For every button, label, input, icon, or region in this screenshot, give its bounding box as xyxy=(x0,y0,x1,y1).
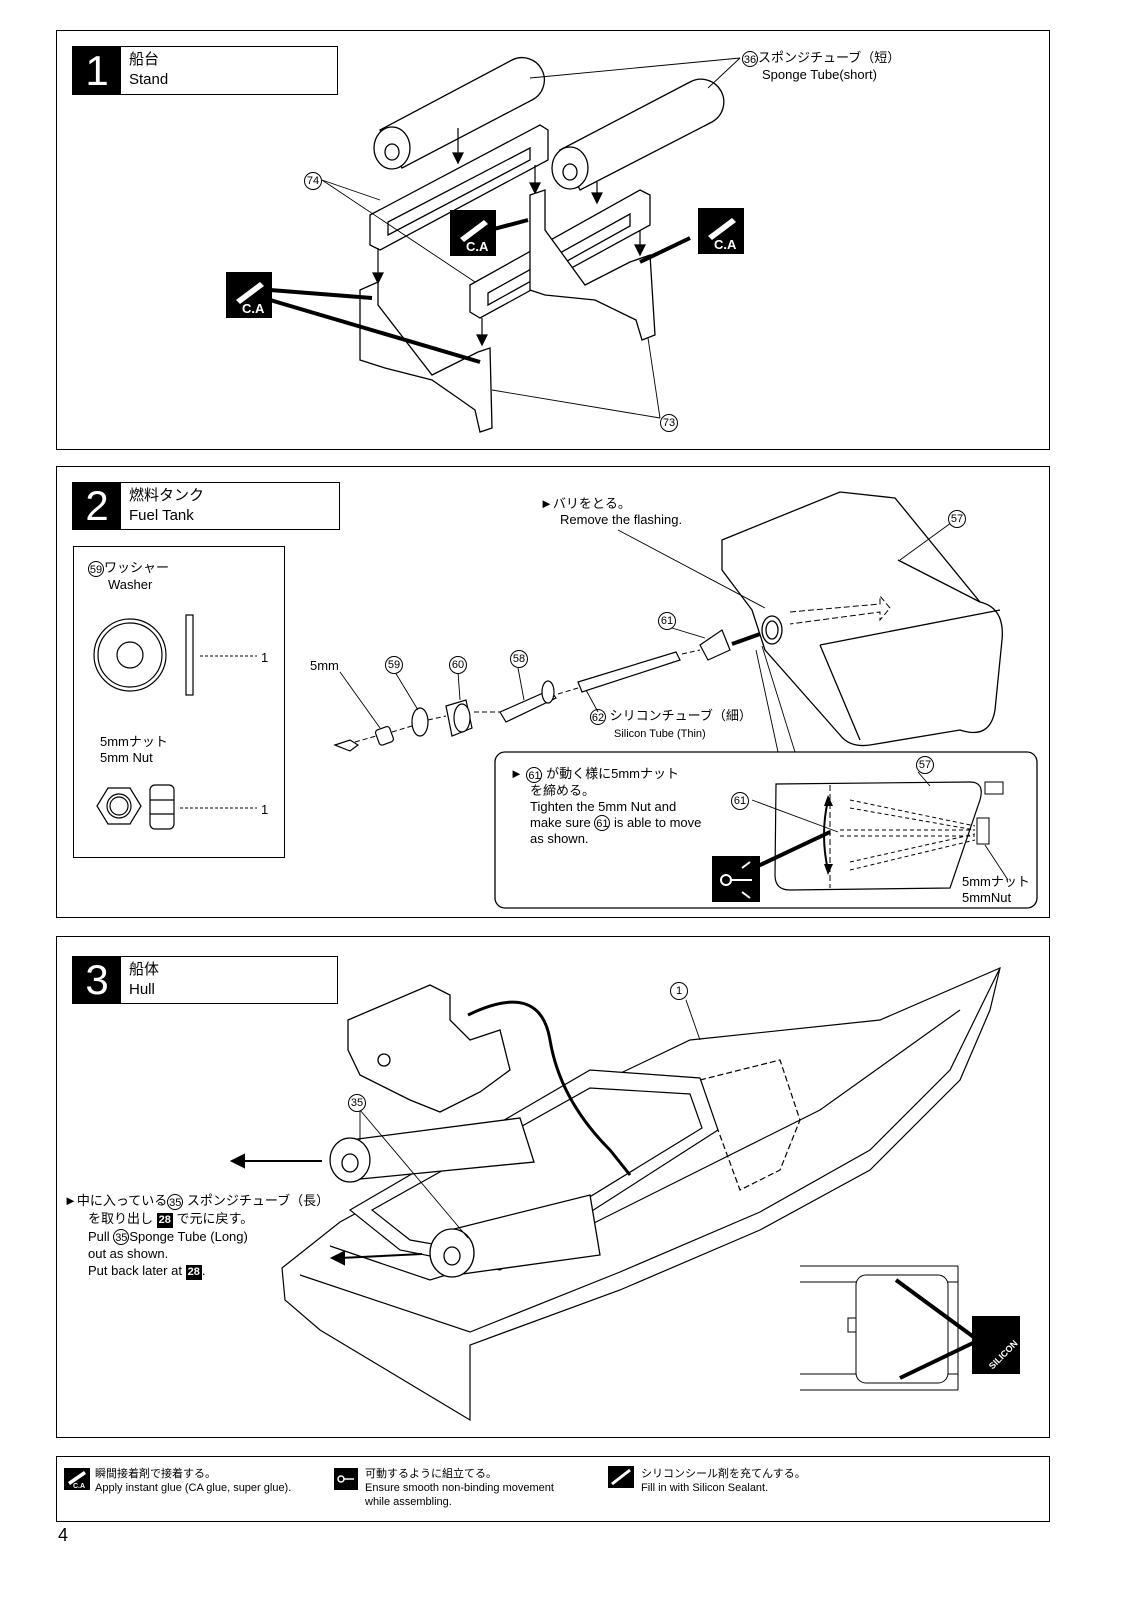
size-5mm: 5mm xyxy=(310,658,339,673)
flash-label: ►バリをとる。 Remove the flashing. xyxy=(540,496,683,527)
p60-callout: 60 xyxy=(449,656,467,674)
step1-title-en: Stand xyxy=(129,71,169,88)
p58-callout: 58 xyxy=(510,650,528,668)
inset-p61-callout: 61 xyxy=(731,792,749,810)
page-number: 4 xyxy=(58,1525,69,1545)
step1-number: 1 xyxy=(73,47,121,94)
parts-box xyxy=(73,546,285,858)
silicon-tube-label: 62 シリコンチューブ（細） Silicon Tube (Thin) xyxy=(590,708,752,740)
washer-qty: 1 xyxy=(261,650,269,665)
step3-panel xyxy=(56,936,1050,1438)
step2-number: 2 xyxy=(73,483,121,529)
p35-callout: 35 xyxy=(348,1094,366,1112)
p1-callout: 1 xyxy=(670,982,688,1000)
step1-title: 1 船台 Stand xyxy=(72,46,338,95)
step3-title-en: Hull xyxy=(129,981,155,998)
step3-title-jp: 船体 xyxy=(129,961,160,978)
legend-panel xyxy=(56,1456,1050,1522)
p57-callout: 57 xyxy=(948,510,966,528)
step2-title-jp: 燃料タンク xyxy=(129,487,205,504)
step3-title: 3 船体 Hull xyxy=(72,956,338,1004)
step2-title-en: Fuel Tank xyxy=(129,507,194,524)
nut-qty: 1 xyxy=(261,802,269,817)
step2-title: 2 燃料タンク Fuel Tank xyxy=(72,482,340,530)
legend-move: 可動するように組立てる。Ensure smooth non-binding mo… xyxy=(365,1468,554,1508)
inset-instructions: ► 61 が動く様に5mmナット を締める。 Tighten the 5mm N… xyxy=(510,766,702,847)
part74-callout: 74 xyxy=(304,172,322,190)
legend-ca: 瞬間接着剤で接着する。Apply instant glue (CA glue, … xyxy=(95,1468,292,1494)
legend-silicon: シリコンシール剤を充てんする。Fill in with Silicon Seal… xyxy=(641,1468,806,1494)
p59-callout: 59 xyxy=(385,656,403,674)
part73-callout: 73 xyxy=(660,414,678,432)
step1-title-jp: 船台 xyxy=(129,51,160,68)
p61-callout: 61 xyxy=(658,612,676,630)
step3-number: 3 xyxy=(73,957,121,1003)
inset-p57-callout: 57 xyxy=(916,756,934,774)
